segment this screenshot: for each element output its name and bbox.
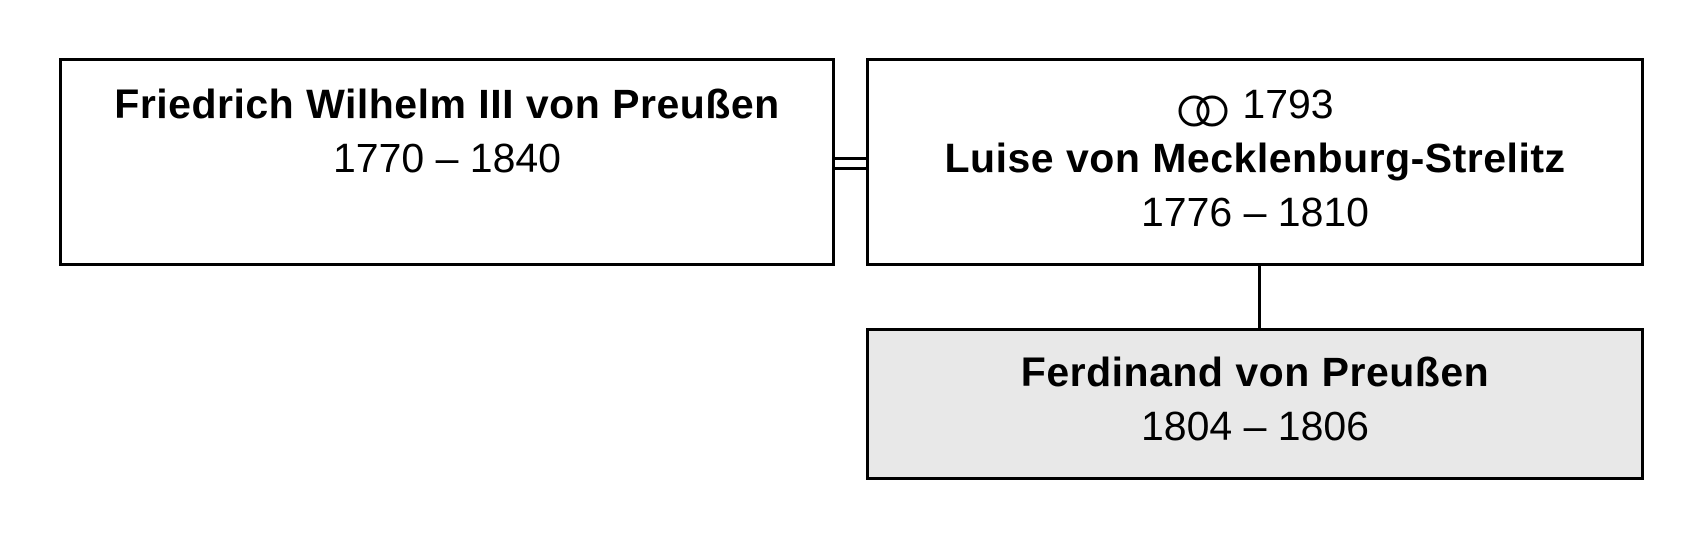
marriage-year: 1793 (1242, 81, 1334, 127)
wedding-rings-icon (1176, 87, 1230, 127)
person-box-friedrich-wilhelm-iii: Friedrich Wilhelm III von Preußen 1770 –… (59, 58, 835, 266)
person-life-dates: 1804 – 1806 (1140, 403, 1369, 449)
spouse-connector-line-bottom (835, 167, 866, 170)
person-life-dates: 1776 – 1810 (1140, 189, 1369, 235)
person-box-luise: 1793 Luise von Mecklenburg-Strelitz 1776… (866, 58, 1644, 266)
person-name: Ferdinand von Preußen (1020, 349, 1490, 395)
person-name: Luise von Mecklenburg-Strelitz (944, 135, 1566, 181)
spouse-connector-line-top (835, 157, 866, 160)
person-name: Friedrich Wilhelm III von Preußen (114, 81, 780, 127)
person-life-dates: 1770 – 1840 (332, 135, 561, 181)
child-connector-line (1258, 266, 1261, 328)
marriage-info: 1793 (869, 77, 1641, 131)
person-box-ferdinand: Ferdinand von Preußen 1804 – 1806 (866, 328, 1644, 480)
wedding-rings-icon-graphic (1178, 95, 1228, 127)
